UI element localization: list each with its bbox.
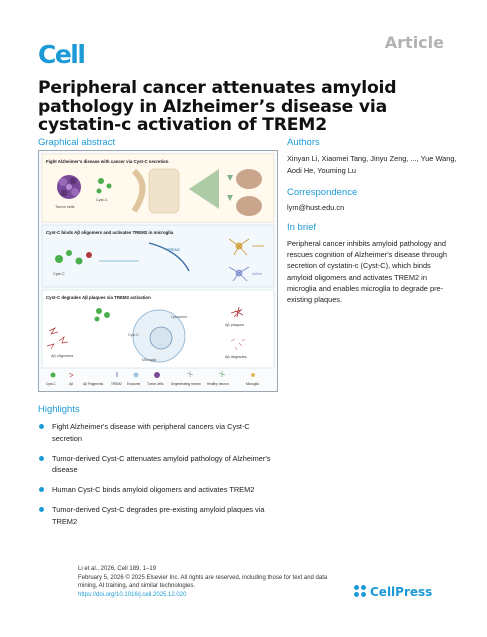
legend-marker-tumor-cells: [154, 372, 160, 378]
ab-degrades-icon: [230, 338, 246, 351]
panel-3-cyst-label: Cyst-C: [128, 333, 139, 337]
legend-item-ab: Aβ: [69, 382, 73, 386]
trem2-label: TREM2: [167, 248, 180, 252]
doi-link[interactable]: https://doi.org/10.1016/j.cell.2025.12.0…: [78, 591, 187, 598]
legend-marker-cyst-c: [50, 372, 56, 378]
legend-marker-microglia: [251, 373, 255, 377]
tumor-cells-icon: [57, 175, 81, 199]
ab-oligomers-icon: [46, 327, 69, 350]
graphical-abstract-heading: Graphical abstract: [38, 137, 116, 148]
panel-2-background: [41, 224, 275, 288]
bullet-icon: [39, 424, 44, 429]
legend-item-degenerating-neuron: Degenerating neuron: [171, 382, 201, 386]
article-type-label: Article: [384, 33, 444, 52]
citation-reference: Li et al., 2026, Cell 189, 1–19: [78, 566, 157, 572]
cyst-c-particles: [96, 178, 112, 194]
legend-item-exosome: Exosome: [127, 382, 141, 386]
paper-title: Peripheral cancer attenuates amyloid pat…: [38, 78, 397, 135]
cellpress-mark-icon: [354, 585, 366, 597]
journal-logo: Cell: [38, 40, 86, 69]
graphical-abstract: Fight Alzheimer's disease with cancer vi…: [38, 150, 278, 392]
highlights-list: Fight Alzheimer's disease with periphera…: [38, 421, 278, 536]
highlight-text: Human Cyst-C binds amyloid oligomers and…: [52, 485, 255, 494]
bullet-icon: [39, 507, 44, 512]
legend-marker-exosome: [133, 372, 139, 378]
cyst-c-binding-icon: [55, 250, 92, 265]
active-label: Active: [252, 272, 262, 276]
bullet-icon: [39, 455, 44, 461]
citation-block: Li et al., 2026, Cell 189, 1–19 February…: [78, 565, 338, 599]
legend-item-healthy-neuron: Healthy neuron: [207, 382, 229, 386]
microglia-label: Microglia: [142, 358, 156, 362]
legend-item-ab-fragments: Aβ Fragments: [83, 382, 103, 386]
panel-3-title: Cyst-C degrades Aβ plaques via TREM2 act…: [46, 295, 151, 300]
microglia-active-icon: [228, 266, 250, 282]
in-brief-text: Peripheral cancer inhibits amyloid patho…: [287, 239, 447, 305]
projection-triangle: [189, 169, 219, 209]
graphical-abstract-illustration: Fight Alzheimer's disease with cancer vi…: [41, 153, 275, 386]
legend-marker-healthy-neuron: [218, 371, 226, 377]
highlight-item: Tumor-derived Cyst-C attenuates amyloid …: [38, 453, 278, 476]
cellpress-logo: CellPress: [354, 585, 433, 599]
correspondence-heading: Correspondence: [287, 187, 358, 198]
in-brief-heading: In brief: [287, 222, 317, 233]
legend-marker-ab: [68, 372, 74, 378]
ab-plaques-label: Aβ plaques: [225, 323, 244, 327]
ab-degrades-label: Aβ degrades: [225, 355, 247, 359]
correspondence-email[interactable]: lym@hust.edu.cn: [287, 203, 345, 212]
panel-2-title: Cyst-C binds Aβ oligomers and activates …: [46, 230, 174, 235]
author-list: Xinyan Li, Xiaomei Tang, Jinyu Zeng, ...…: [287, 154, 457, 175]
legend-item-trem2: TREM2: [111, 382, 122, 386]
highlight-text: Tumor-derived Cyst-C degrades pre-existi…: [52, 505, 265, 526]
citation-copyright: February 5, 2026 © 2025 Elsevier Inc. Al…: [78, 574, 328, 590]
ab-oligomers-label: Aβ oligomers: [51, 354, 73, 358]
highlight-text: Tumor-derived Cyst-C attenuates amyloid …: [52, 453, 271, 475]
highlight-item: Tumor-derived Cyst-C degrades pre-existi…: [38, 504, 278, 527]
ab-oligomer-cluster-icon: [94, 308, 110, 322]
membrane-shape: [148, 242, 190, 272]
legend-item-cyst-c: Cyst-C: [46, 382, 56, 386]
highlight-text: Fight Alzheimer's disease with periphera…: [52, 422, 250, 443]
authors-heading: Authors: [287, 137, 320, 148]
lysosome-shape: [149, 326, 173, 350]
blood-brain-barrier-shape: [131, 168, 146, 213]
microglia-inactive-icon: [228, 238, 250, 256]
lysosome-label: Lysosome: [171, 315, 187, 319]
tumor-cells-label: Tumor cells: [55, 205, 75, 209]
highlight-item: Fight Alzheimer's disease with periphera…: [38, 421, 278, 444]
legend-marker-degenerating-neuron: [186, 371, 194, 377]
ab-plaques-icon: [230, 306, 244, 318]
highlight-item: Human Cyst-C binds amyloid oligomers and…: [38, 484, 278, 496]
legend-item-microglia: Microglia: [246, 382, 259, 386]
down-arrows-icon: [227, 175, 233, 201]
bullet-icon: [39, 487, 44, 492]
inactive-label: Inactive: [252, 244, 264, 248]
panel-2-cyst-label: Cyst-C: [53, 272, 65, 276]
brain-icon: [236, 169, 262, 216]
vessel-shape: [148, 168, 180, 214]
legend: Cyst-C Aβ Aβ Fragments TREM2 Exosome Tum…: [46, 371, 259, 386]
panel-1-cyst-label: Cyst-C: [96, 198, 108, 202]
legend-item-tumor-cells: Tumor cells: [147, 382, 164, 386]
highlights-heading: Highlights: [38, 404, 80, 415]
panel-1-title: Fight Alzheimer's disease with cancer vi…: [46, 159, 169, 164]
cellpress-wordmark: CellPress: [370, 585, 433, 599]
